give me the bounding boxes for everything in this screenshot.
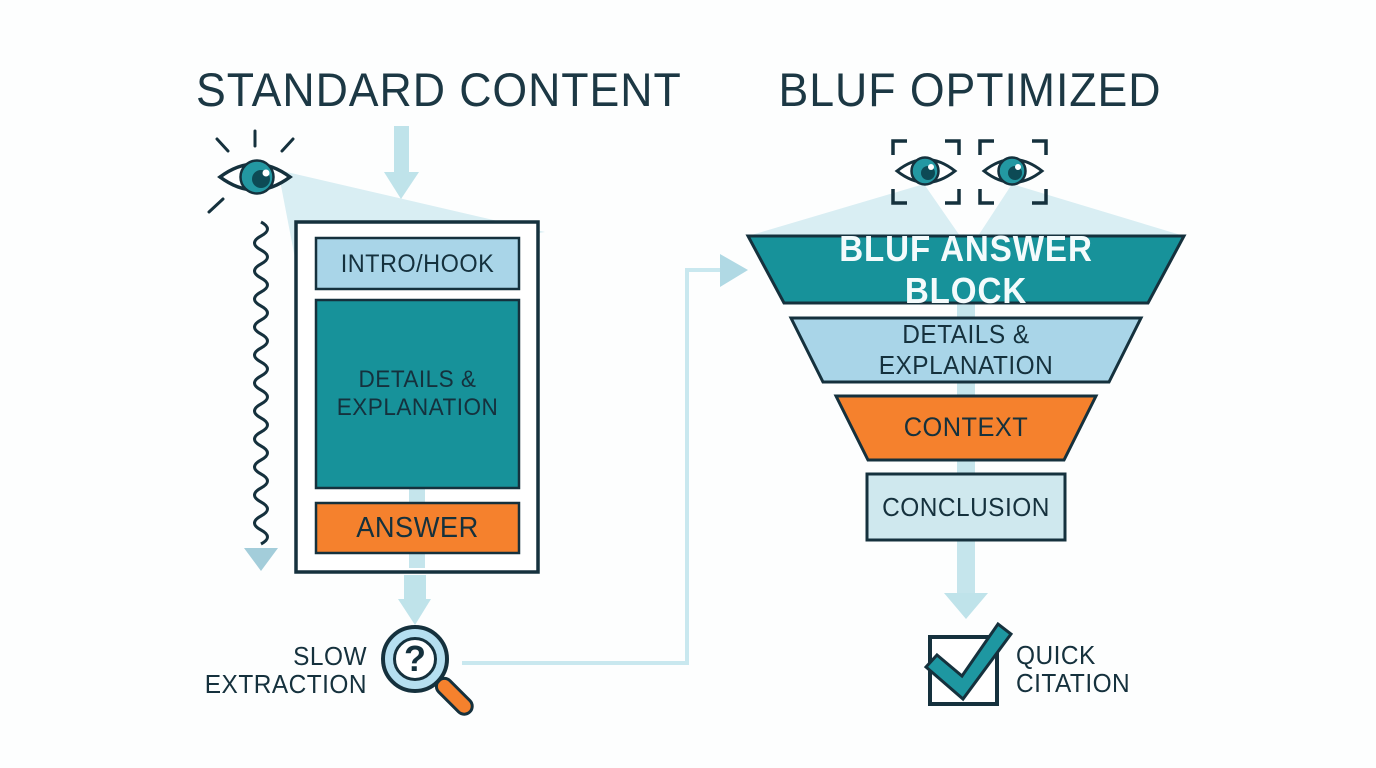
bluf-funnel (745, 234, 1187, 542)
focus-eye-right-icon (978, 139, 1048, 205)
details-explanation-label: DETAILS & EXPLANATION (336, 366, 499, 421)
caption-line: QUICK (1016, 640, 1096, 670)
question-mark-glyph: ? (404, 638, 426, 679)
caption-line: CITATION (1016, 668, 1131, 698)
caption-line: EXTRACTION (204, 669, 367, 699)
details-explanation-shape (788, 316, 1144, 384)
down-arrow-top-left-icon (384, 126, 419, 199)
intro-hook-box (314, 236, 521, 291)
standard-document (294, 220, 540, 625)
slow-extraction-caption: SLOW EXTRACTION (187, 642, 367, 698)
magnifier-icon (381, 625, 474, 716)
bluf-answer-block-label: BLUF ANSWER BLOCK (839, 228, 1093, 311)
conclusion-shape (865, 472, 1067, 542)
context-label: CONTEXT (903, 412, 1029, 442)
reading-beam-right (748, 184, 1184, 236)
right-title: BLUF OPTIMIZED (778, 63, 1162, 116)
context-shape (833, 394, 1099, 462)
intro-hook-label: INTRO/HOOK (340, 249, 495, 278)
funnel-details-label: DETAILS & EXPLANATION (878, 318, 1054, 380)
wavy-scan-line (244, 220, 278, 571)
checkbox-icon (923, 621, 1014, 706)
caption-line: SLOW (293, 641, 367, 671)
quick-citation-caption: QUICK CITATION (1016, 641, 1176, 697)
conclusion-label: CONCLUSION (882, 491, 1050, 522)
down-arrow-bottom-left-icon (398, 599, 431, 625)
focus-eye-left-icon (891, 139, 961, 205)
checkmark-icon (923, 621, 1014, 702)
wavy-arrowhead-icon (244, 548, 278, 571)
flow-connector-arrow (462, 254, 748, 665)
eye-icon (207, 129, 295, 214)
answer-box (314, 501, 521, 555)
details-explanation-box (314, 298, 521, 490)
bluf-answer-block-shape (745, 234, 1187, 305)
answer-label: ANSWER (356, 511, 479, 544)
left-title: STANDARD CONTENT (196, 63, 682, 116)
